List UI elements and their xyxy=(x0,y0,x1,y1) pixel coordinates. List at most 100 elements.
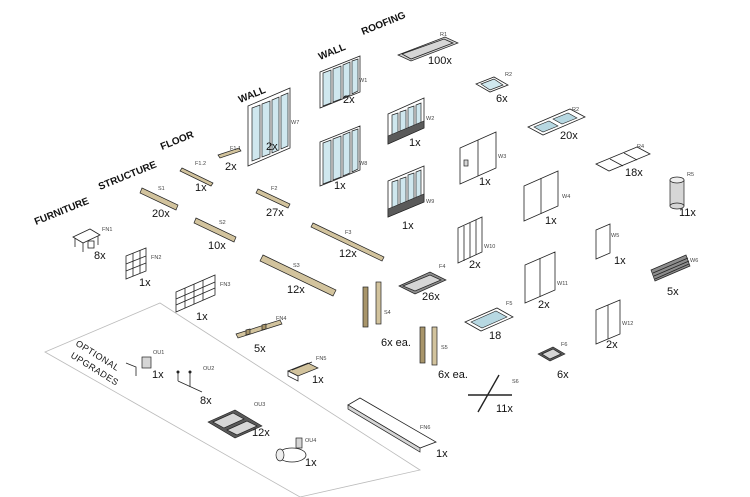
part-w11-code: W11 xyxy=(557,281,568,287)
part-w8-qty: 1x xyxy=(334,180,346,192)
part-fn1-code: FN1 xyxy=(102,227,112,233)
part-f4-qty: 26x xyxy=(422,291,440,303)
part-r2-small-code: R2 xyxy=(505,72,512,78)
part-w6-qty: 5x xyxy=(667,286,679,298)
part-r1: R1 100x xyxy=(397,32,459,67)
part-ou1: OU1 1x xyxy=(125,350,164,381)
part-ou4-code: OU4 xyxy=(305,438,316,444)
part-w12: W12 2x xyxy=(595,299,633,351)
part-w11: W11 2x xyxy=(524,251,568,311)
part-s4-qty: 6x ea. xyxy=(381,337,411,349)
part-w4-code: W4 xyxy=(562,194,570,200)
part-f3-code: F3 xyxy=(345,230,351,236)
part-f6-code: F6 xyxy=(561,342,567,348)
part-fn2-code: FN2 xyxy=(151,255,161,261)
part-s6-qty: 11x xyxy=(496,403,513,415)
part-fn4-qty: 5x xyxy=(254,343,266,355)
part-w8-code: W8 xyxy=(359,161,367,167)
part-s5-qty: 6x ea. xyxy=(438,369,468,381)
part-w10-code: W10 xyxy=(484,244,495,250)
part-w5: W5 1x xyxy=(595,223,626,267)
part-fn5-code: FN5 xyxy=(316,356,326,362)
part-fn1: FN1 8x xyxy=(72,227,112,262)
part-s1-qty: 20x xyxy=(152,208,170,220)
part-w10: W10 2x xyxy=(457,216,495,271)
part-f5: F5 18 xyxy=(464,301,514,342)
category-roofing: ROOFING xyxy=(360,10,408,38)
optional-upgrades-boundary xyxy=(44,302,422,497)
part-w3-code: W3 xyxy=(498,154,506,160)
part-s2-qty: 10x xyxy=(208,240,226,252)
category-wall-2: WALL xyxy=(317,42,347,63)
part-fn4: FN4 5x xyxy=(235,316,286,355)
part-s6: S6 11x xyxy=(468,374,519,415)
part-f1-1-qty: 2x xyxy=(225,161,237,173)
part-fn1-qty: 8x xyxy=(94,250,106,262)
part-f1-1: F1.1 2x xyxy=(217,146,242,173)
part-w5-code: W5 xyxy=(611,233,619,239)
part-ou2-code: OU2 xyxy=(203,366,214,372)
part-s2: S2 10x xyxy=(193,217,237,252)
part-s3: S3 12x xyxy=(259,254,337,297)
part-r2-small: R2 6x xyxy=(475,72,512,105)
part-w2-code: W2 xyxy=(426,116,434,122)
part-ou4-qty: 1x xyxy=(305,457,317,469)
part-r2-large: R2 20x xyxy=(527,107,586,142)
part-s6-code: S6 xyxy=(512,379,519,385)
part-fn5-qty: 1x xyxy=(312,374,324,386)
part-f1-2-qty: 1x xyxy=(195,182,207,194)
part-w9-code: W9 xyxy=(426,199,434,205)
part-f1-2: F1.2 1x xyxy=(179,161,214,194)
part-s3-qty: 12x xyxy=(287,284,305,296)
part-s2-code: S2 xyxy=(219,220,226,226)
part-fn3-qty: 1x xyxy=(196,311,208,323)
part-s5-code: S5 xyxy=(441,345,448,351)
part-w7-qty: 2x xyxy=(266,141,278,153)
part-f2-qty: 27x xyxy=(266,207,284,219)
part-fn3: FN3 1x xyxy=(175,274,230,323)
part-ou2: OU2 8x xyxy=(176,366,214,407)
part-w12-code: W12 xyxy=(622,321,633,327)
part-fn6-qty: 1x xyxy=(436,448,448,460)
part-r4: R4 18x xyxy=(595,144,651,179)
part-w4: W4 1x xyxy=(523,170,570,227)
part-w12-qty: 2x xyxy=(606,339,618,351)
part-f3-qty: 12x xyxy=(339,248,357,260)
part-w6: W6 5x xyxy=(650,254,698,298)
part-f3: F3 12x xyxy=(310,222,385,262)
part-fn4-code: FN4 xyxy=(276,316,286,322)
part-w5-qty: 1x xyxy=(614,255,626,267)
part-s4-code: S4 xyxy=(384,310,391,316)
part-s1: S1 20x xyxy=(139,186,179,220)
part-w10-qty: 2x xyxy=(469,259,481,271)
category-furniture: FURNITURE xyxy=(33,196,91,228)
part-ou4: OU4 1x xyxy=(275,437,317,469)
part-w7: W7 2x xyxy=(247,87,299,167)
part-w2-qty: 1x xyxy=(409,137,421,149)
part-w2: W2 1x xyxy=(387,97,434,149)
part-ou1-qty: 1x xyxy=(152,369,164,381)
part-r5-qty: 11x xyxy=(679,207,696,219)
part-f6-qty: 6x xyxy=(557,369,569,381)
part-r5: R5 11x xyxy=(669,172,696,219)
part-r4-code: R4 xyxy=(637,144,644,150)
part-fn3-code: FN3 xyxy=(220,282,230,288)
part-w9: W9 1x xyxy=(387,165,434,232)
part-r2-large-qty: 20x xyxy=(560,130,578,142)
part-r2-small-qty: 6x xyxy=(496,93,508,105)
part-w1: W1 2x xyxy=(319,55,367,109)
part-r5-code: R5 xyxy=(687,172,694,178)
part-f4-code: F4 xyxy=(439,264,445,270)
part-r1-code: R1 xyxy=(440,32,447,38)
part-w1-qty: 2x xyxy=(343,94,355,106)
category-structure: STRUCTURE xyxy=(97,159,159,192)
part-w3: W3 1x xyxy=(459,131,506,188)
part-w1-code: W1 xyxy=(359,78,367,84)
part-fn5: FN5 1x xyxy=(287,356,326,386)
part-w9-qty: 1x xyxy=(402,220,414,232)
part-f1-2-code: F1.2 xyxy=(195,161,206,167)
part-ou1-code: OU1 xyxy=(153,350,164,356)
part-s4: S4 6x ea. xyxy=(362,281,411,349)
part-w4-qty: 1x xyxy=(545,215,557,227)
